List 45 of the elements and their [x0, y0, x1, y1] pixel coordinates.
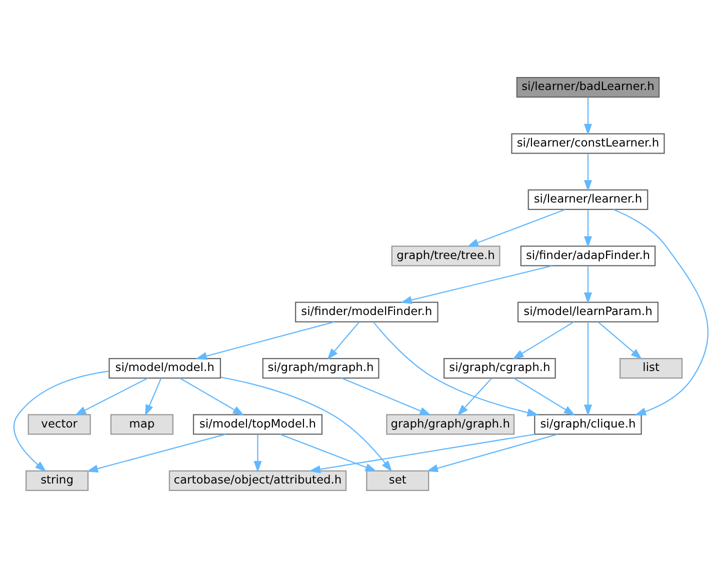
node-box: si/learner/constLearner.h	[510, 133, 664, 154]
arrow	[195, 321, 334, 360]
node-box: si/graph/mgraph.h	[262, 358, 379, 379]
node-box: si/finder/adapFinder.h	[520, 246, 656, 266]
node-box: vector	[27, 414, 90, 435]
node-box: set	[366, 470, 429, 491]
arrow	[466, 208, 565, 247]
arrow	[583, 97, 592, 136]
arrow	[512, 321, 574, 360]
arrow	[400, 265, 552, 304]
arrow	[86, 434, 226, 472]
arrow	[308, 434, 535, 474]
node-box: graph/graph/graph.h	[386, 414, 514, 435]
arrow	[426, 434, 558, 472]
arrow	[74, 378, 148, 416]
node-box: si/learner/learner.h	[527, 189, 648, 210]
arrow	[326, 322, 360, 360]
arrow	[12, 370, 108, 472]
arrow	[513, 378, 575, 416]
node-box: cartobase/object/attributed.h	[168, 470, 346, 491]
arrow	[456, 378, 492, 416]
node-box: si/graph/clique.h	[534, 414, 642, 435]
arrow	[583, 322, 592, 416]
node-box: graph/tree/tree.h	[390, 246, 500, 266]
arrow	[598, 322, 642, 360]
node-box: si/model/model.h	[108, 358, 221, 379]
arrow	[253, 434, 262, 473]
arrow	[583, 210, 592, 248]
node-box: list	[619, 358, 682, 379]
node-box: si/graph/cgraph.h	[443, 358, 556, 379]
arrow	[279, 434, 376, 472]
arrow	[144, 378, 162, 416]
arrow	[372, 322, 538, 416]
arrow	[612, 208, 708, 416]
arrow	[583, 266, 592, 304]
node-box: si/finder/modelFinder.h	[294, 302, 438, 322]
arrow	[340, 378, 431, 416]
node-box: si/model/topModel.h	[192, 414, 322, 435]
node-box: si/learner/badLearner.h	[516, 77, 660, 98]
node-box: map	[110, 414, 173, 435]
node-box: si/model/learnParam.h	[516, 302, 658, 322]
arrow	[220, 376, 392, 472]
arrow	[178, 378, 244, 416]
node-box: string	[25, 470, 88, 491]
arrow	[583, 154, 592, 192]
